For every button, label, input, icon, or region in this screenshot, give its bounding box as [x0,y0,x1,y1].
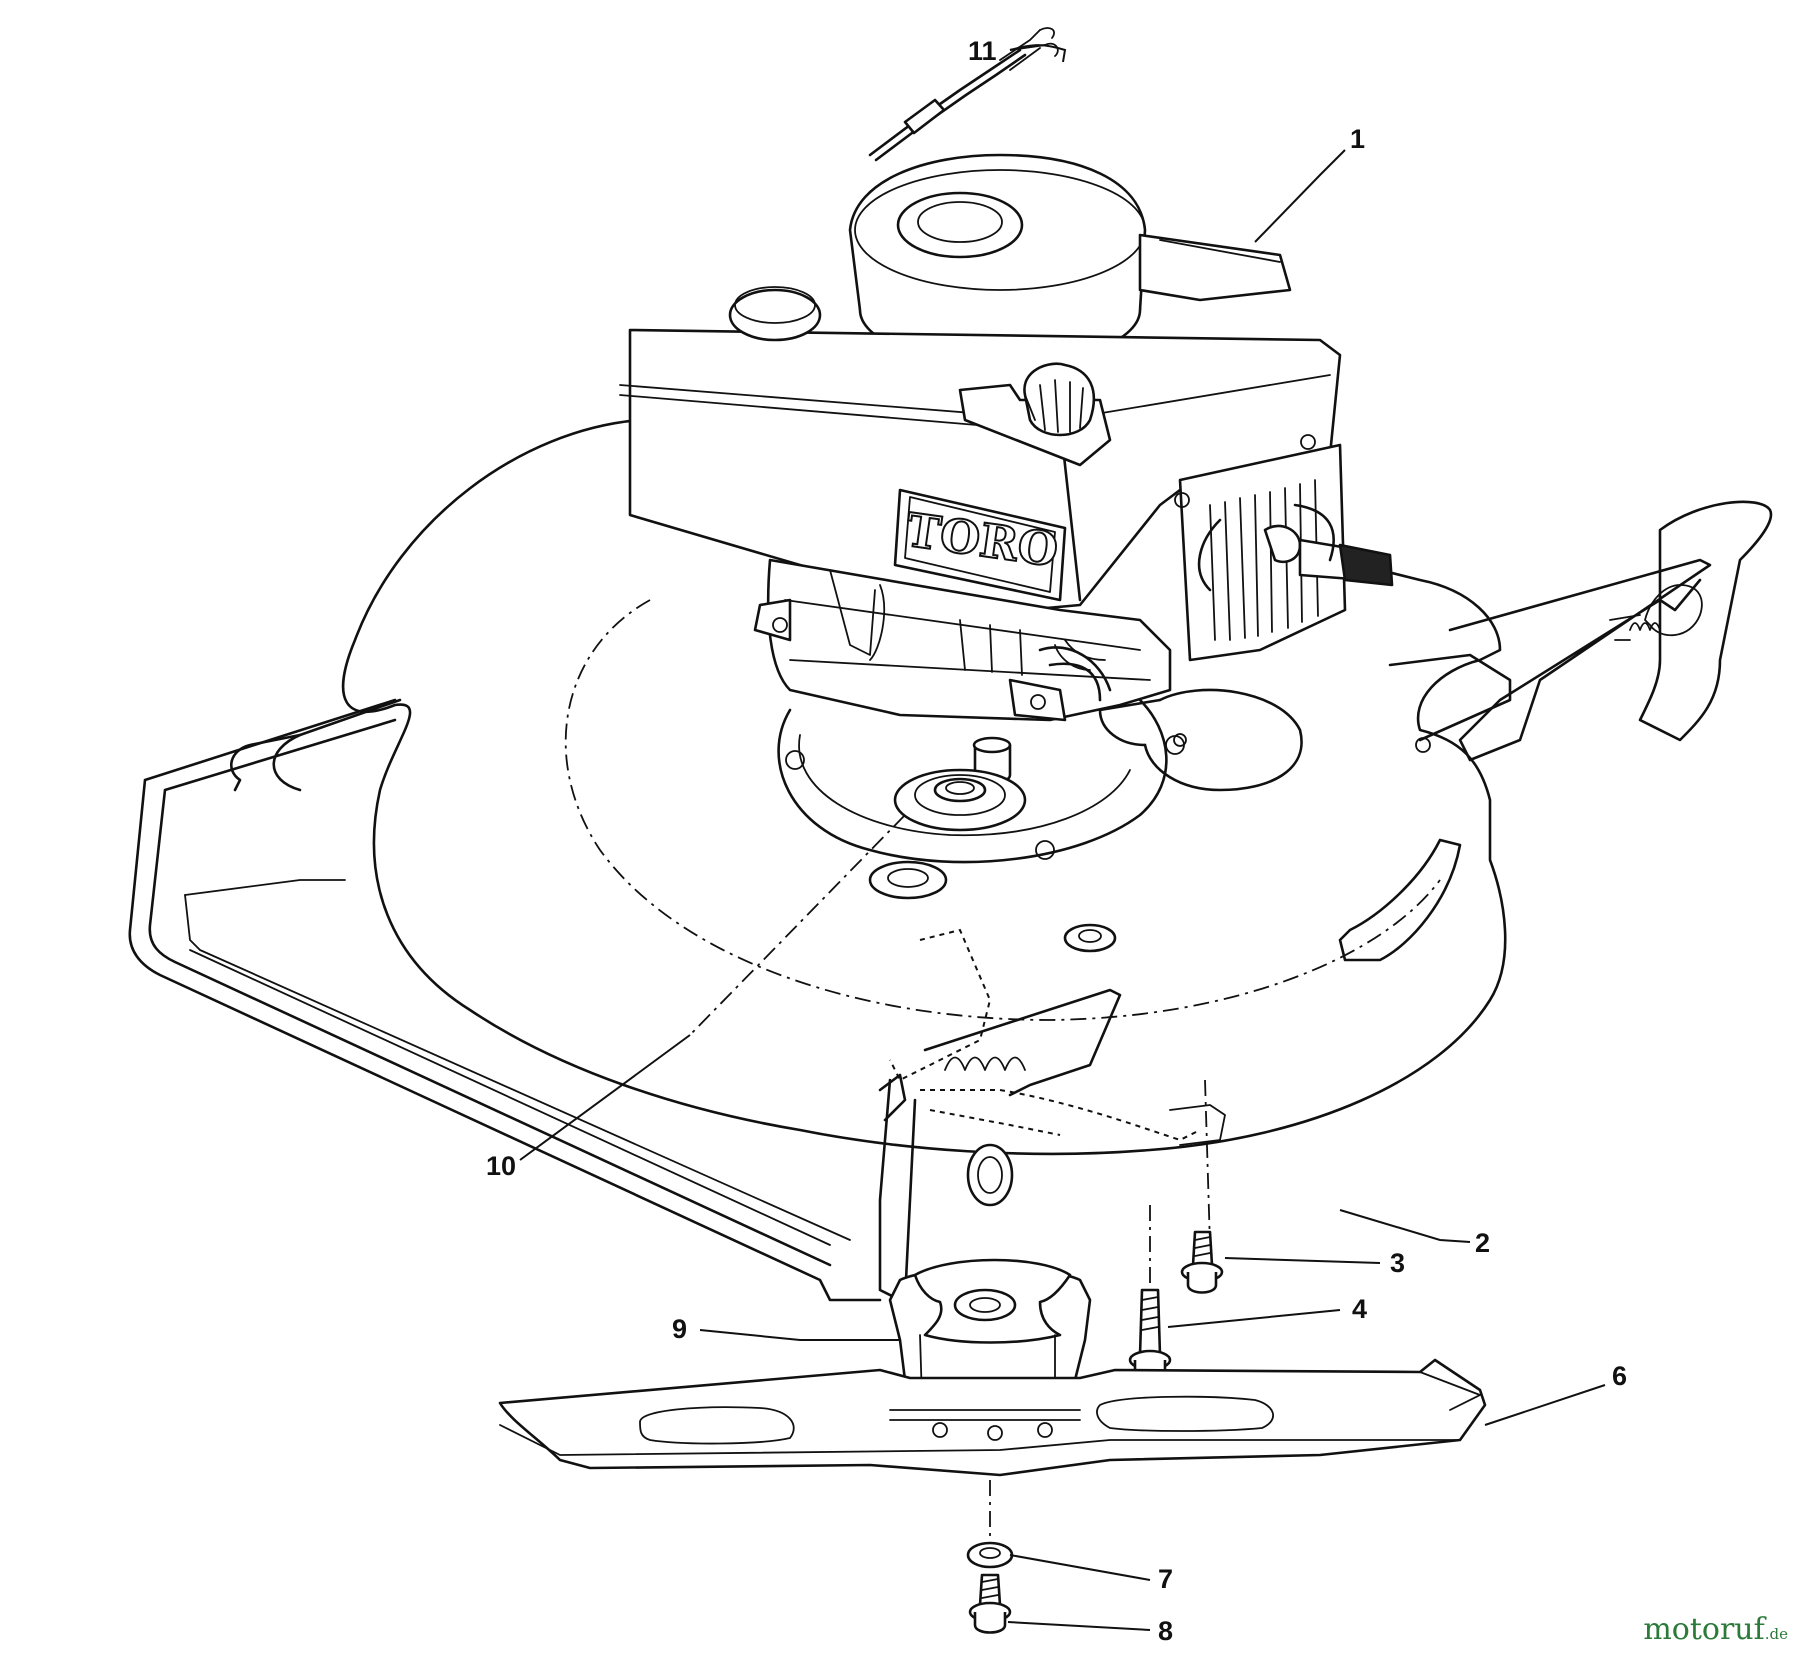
blade-adapter [888,1258,1092,1407]
callout-4: 4 [1352,1294,1367,1324]
bolt-3 [1180,1230,1224,1294]
watermark-tld: .de [1764,1625,1788,1643]
callout-9: 9 [672,1314,687,1344]
engine-mount-plate [777,698,1185,864]
throttle-cable [868,27,1059,162]
watermark: motoruf.de [1643,1612,1788,1647]
washer-7 [966,1541,1014,1569]
crankshaft-assembly [868,736,1117,953]
mower-deck [128,418,1773,1302]
callout-leaders [519,44,1606,1631]
bolt-8 [968,1573,1012,1634]
engine: TORO [619,153,1394,722]
mower-blade [498,1358,1487,1477]
callout-10: 10 [486,1151,516,1181]
bolt-4 [1128,1288,1172,1383]
watermark-text: motoruf [1643,1612,1765,1647]
callout-3: 3 [1390,1248,1405,1278]
height-adjuster [878,928,1226,1302]
callout-8: 8 [1158,1616,1173,1646]
callout-2: 2 [1475,1228,1490,1258]
callout-labels: 1 2 3 4 6 7 8 9 10 11 [486,36,1627,1646]
callout-6: 6 [1612,1361,1627,1391]
callout-7: 7 [1158,1564,1173,1594]
callout-1: 1 [1350,124,1365,154]
callout-11: 11 [968,36,997,66]
